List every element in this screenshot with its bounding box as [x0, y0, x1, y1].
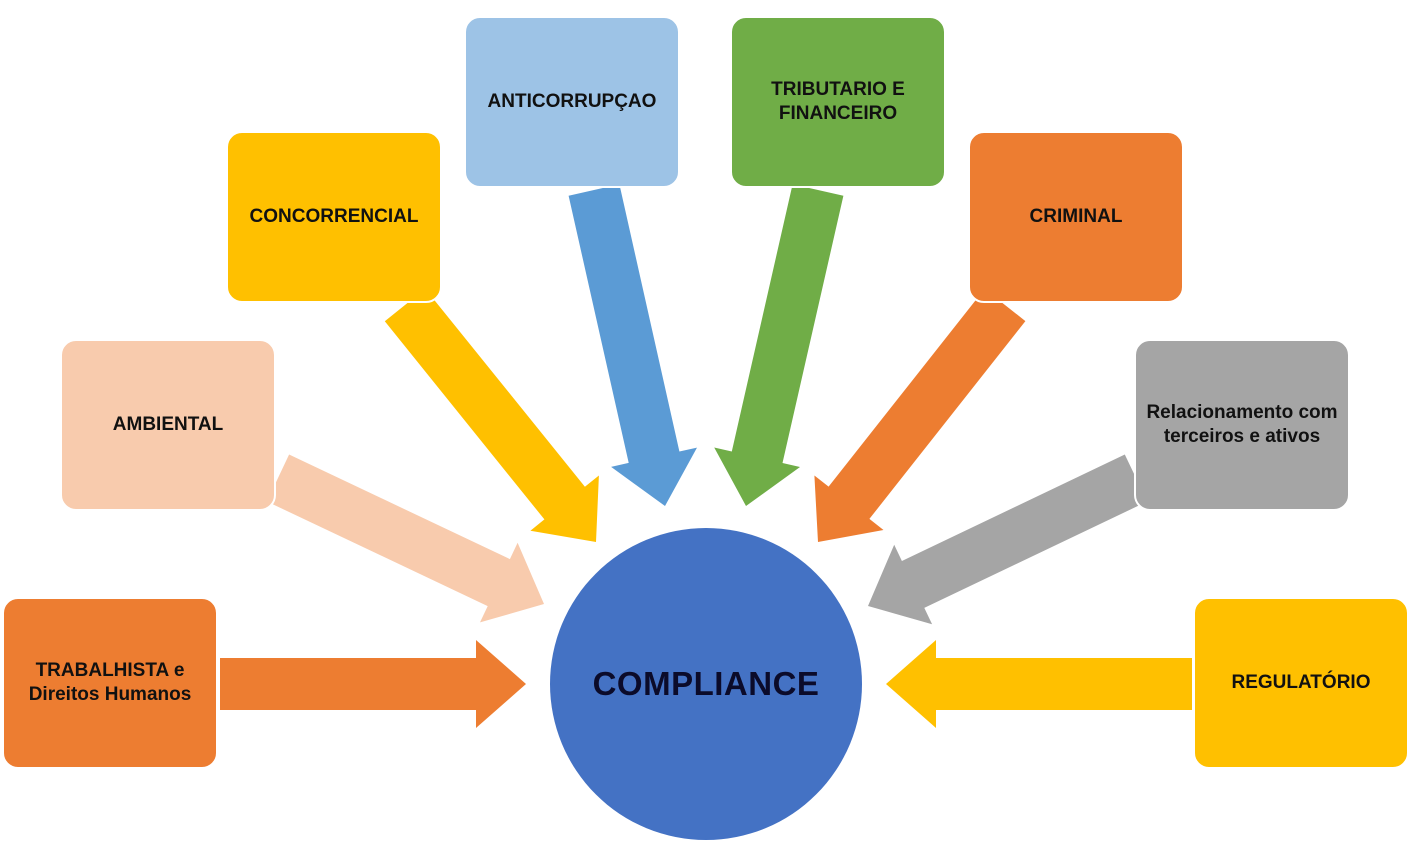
- box-label-relacionamento: Relacionamento com terceiros e ativos: [1146, 402, 1338, 447]
- box-trabalhista: TRABALHISTA e Direitos Humanos: [2, 597, 218, 769]
- compliance-circle: COMPLIANCE: [550, 528, 862, 840]
- box-label-ambiental: AMBIENTAL: [112, 414, 224, 435]
- box-anticorrupcao: ANTICORRUPÇAO: [464, 16, 680, 188]
- box-label-criminal: CRIMINAL: [1029, 206, 1123, 227]
- compliance-label: COMPLIANCE: [592, 665, 820, 702]
- arrow-trabalhista: [220, 640, 526, 728]
- box-label-trabalhista: TRABALHISTA e Direitos Humanos: [28, 660, 192, 705]
- box-label-regulatorio: REGULATÓRIO: [1231, 672, 1371, 693]
- box-label-anticorrupcao: ANTICORRUPÇAO: [487, 91, 657, 112]
- arrow-anticorrupcao: [568, 184, 697, 507]
- box-relacionamento: Relacionamento com terceiros e ativos: [1134, 339, 1350, 511]
- box-regulatorio: REGULATÓRIO: [1193, 597, 1409, 769]
- box-criminal: CRIMINAL: [968, 131, 1184, 303]
- box-ambiental: AMBIENTAL: [60, 339, 276, 511]
- arrow-tributario: [714, 184, 844, 506]
- arrow-criminal: [814, 288, 1026, 542]
- arrow-regulatorio: [886, 640, 1192, 728]
- box-concorrencial: CONCORRENCIAL: [226, 131, 442, 303]
- box-tributario: TRIBUTARIO E FINANCEIRO: [730, 16, 946, 188]
- box-label-tributario: TRIBUTARIO E FINANCEIRO: [771, 79, 905, 124]
- box-label-concorrencial: CONCORRENCIAL: [249, 206, 419, 227]
- arrow-relacionamento: [868, 454, 1148, 625]
- arrow-concorrencial: [384, 288, 599, 542]
- arrow-ambiental: [266, 454, 544, 623]
